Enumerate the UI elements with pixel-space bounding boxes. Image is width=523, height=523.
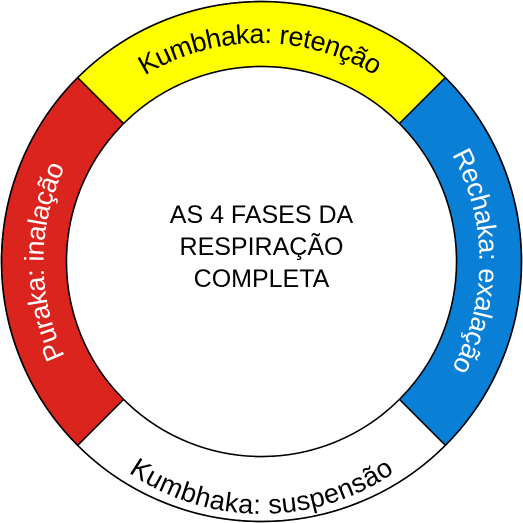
center-circle xyxy=(65,65,458,458)
center-title-line-2: RESPIRAÇÃO xyxy=(180,232,344,261)
center-title-line-1: AS 4 FASES DA xyxy=(170,201,354,229)
center-title-line-3: COMPLETA xyxy=(194,265,330,293)
